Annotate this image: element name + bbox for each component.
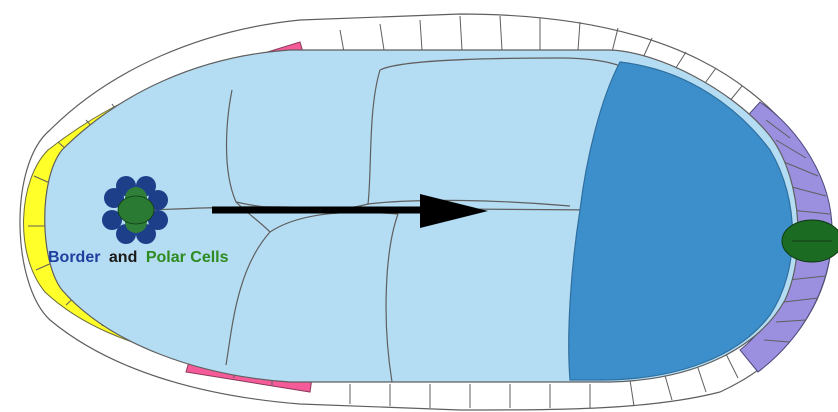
label-and: and — [109, 249, 137, 266]
label-polar: Polar Cells — [146, 249, 229, 266]
label-border: Border — [48, 249, 100, 266]
border-polar-label: Border and Polar Cells — [48, 249, 229, 266]
